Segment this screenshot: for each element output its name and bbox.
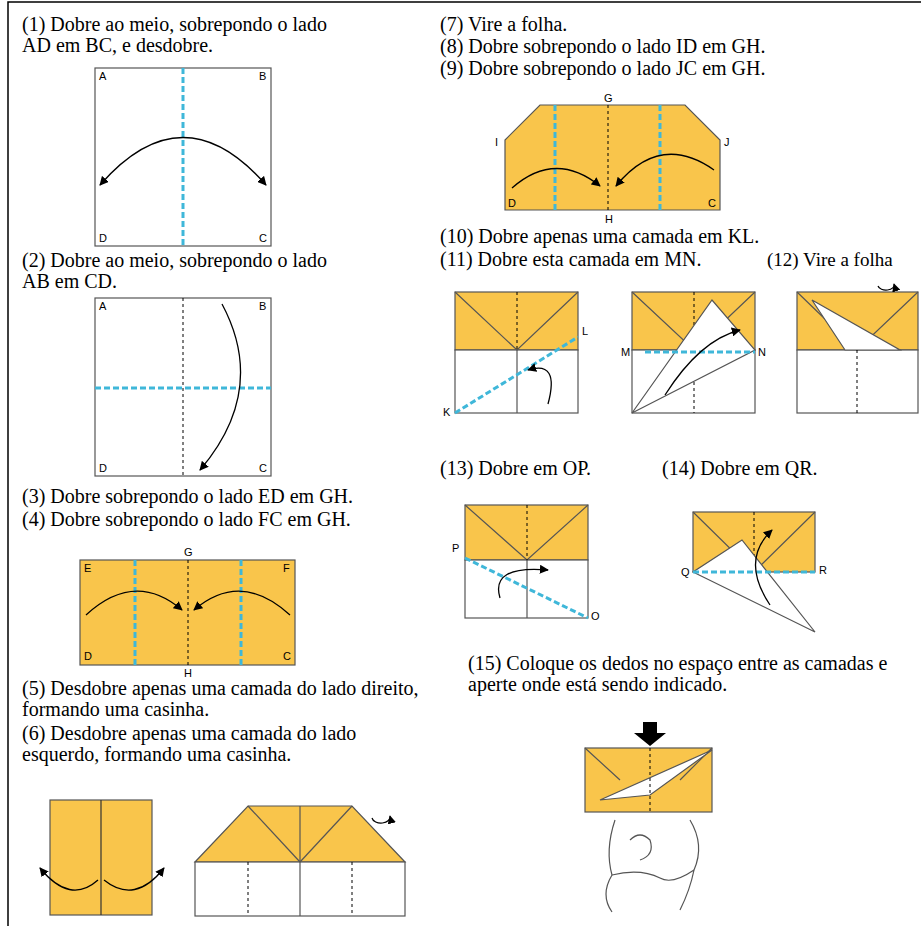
point-letter: C [259, 462, 267, 474]
hand-sketch [606, 820, 699, 912]
point-letter: J [724, 136, 730, 148]
point-letter: D [99, 462, 107, 474]
step11-figure [632, 292, 755, 413]
step2-figure [95, 298, 271, 476]
step-instruction: (3) Dobre sobrepondo o lado ED em GH. [22, 486, 432, 507]
step-instruction: (14) Dobre em QR. [662, 458, 912, 479]
point-letter: A [99, 300, 106, 312]
step-instruction: (12) Vire a folha [767, 249, 917, 270]
point-letter: C [259, 232, 267, 244]
point-letter: R [819, 564, 827, 576]
point-letter: L [582, 325, 588, 337]
step-instruction: (4) Dobre sobrepondo o lado FC em GH. [22, 509, 432, 530]
point-letter: E [84, 562, 91, 574]
step-instruction: (11) Dobre esta camada em MN. [440, 249, 770, 270]
point-letter: A [99, 70, 106, 82]
step-instruction: (13) Dobre em OP. [440, 458, 650, 479]
point-letter: Q [681, 566, 690, 578]
step5-figure [40, 800, 164, 915]
point-letter: M [621, 346, 630, 358]
point-letter: G [604, 92, 613, 104]
point-letter: D [508, 197, 516, 209]
step14-figure [693, 512, 815, 632]
step-instruction: (10) Dobre apenas uma camada em KL. [440, 226, 910, 247]
step-instruction: (5) Desdobre apenas uma camada do lado d… [22, 678, 422, 720]
step-instruction: (9) Dobre sobrepondo o lado JC em GH. [440, 58, 910, 79]
point-letter: H [605, 213, 613, 225]
step1-figure [95, 68, 271, 246]
point-letter: C [283, 650, 291, 662]
point-letter: I [495, 136, 498, 148]
step-instruction: (1) Dobre ao meio, sobrepondo o lado AD … [22, 14, 352, 56]
step9-figure [505, 105, 720, 210]
step-instruction: (7) Vire a folha. [440, 14, 910, 35]
point-letter: D [84, 650, 92, 662]
point-letter: N [758, 346, 766, 358]
point-letter: C [708, 197, 716, 209]
point-letter: B [259, 300, 266, 312]
step3-figure [80, 560, 295, 665]
point-letter: P [452, 542, 459, 554]
point-letter: O [591, 610, 600, 622]
step-instruction: (15) Coloque os dedos no espaço entre as… [468, 653, 898, 695]
step10-figure [455, 292, 578, 413]
point-letter: B [259, 70, 266, 82]
frame [8, 2, 921, 926]
step15-figure [585, 722, 712, 912]
step13-figure [465, 505, 588, 618]
step-instruction: (2) Dobre ao meio, sobrepondo o lado AB … [22, 250, 352, 292]
point-letter: F [283, 562, 290, 574]
point-letter: D [99, 232, 107, 244]
step-instruction: (6) Desdobre apenas uma camada do lado e… [22, 723, 422, 765]
point-letter: G [184, 546, 193, 558]
step12-figure [797, 284, 918, 413]
point-letter: K [443, 406, 450, 418]
step-instruction: (8) Dobre sobrepondo o lado ID em GH. [440, 36, 910, 57]
step6-figure [195, 806, 405, 916]
